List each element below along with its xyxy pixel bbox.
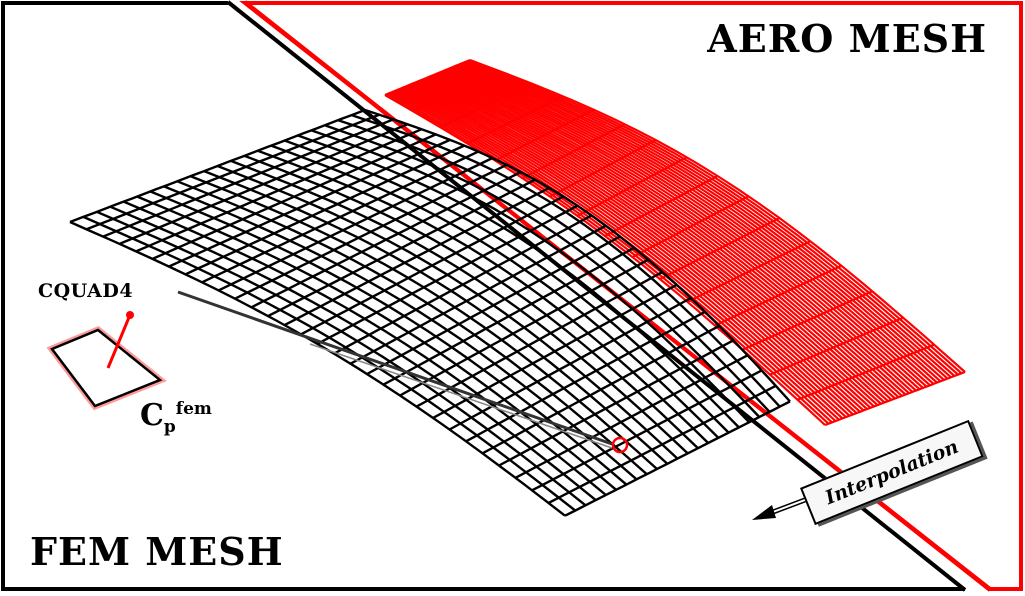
aero-mesh-span-line [549, 139, 657, 198]
aero-mesh-span-line [412, 70, 502, 112]
callout-line-shadow [309, 343, 613, 449]
aero-mesh [384, 58, 966, 427]
fem-mesh-span-line [531, 369, 763, 492]
aero-mesh-span-line [494, 108, 595, 162]
aero-mesh-span-line [631, 195, 749, 259]
aero-mesh-span-line [604, 175, 719, 237]
fem-mesh-span-line [234, 163, 508, 300]
fem-mesh-span-line [168, 138, 451, 268]
aero-mesh-span-line [467, 95, 564, 145]
fem-mesh-span-line [217, 156, 494, 292]
fem-mesh-span-line [250, 170, 522, 309]
aero-mesh-span-line [797, 343, 935, 401]
aero-mesh-span-line [824, 370, 966, 427]
cp-symbol: C [140, 398, 164, 433]
fem-mesh-title: FEM MESH [30, 529, 284, 574]
fem-mesh-span-line [102, 118, 394, 238]
fem-mesh-span-line [349, 224, 607, 365]
aero-mesh-span-line [384, 58, 471, 97]
aero-mesh-span-line [769, 316, 904, 376]
fem-mesh-span-line [283, 186, 550, 327]
aero-mesh-span-line [742, 290, 873, 351]
fem-mesh-span-line [152, 133, 437, 260]
cp-subscript: p [163, 417, 176, 437]
fem-mesh-span-line [333, 214, 593, 355]
fem-mesh-span-line [382, 246, 635, 386]
fem-mesh-span-line [86, 113, 380, 231]
fem-mesh-span-line [69, 108, 366, 224]
fem-mesh [69, 108, 791, 517]
fem-mesh-span-line [481, 324, 720, 455]
interpolation-arrow-head [752, 505, 776, 520]
fem-mesh-span-line [316, 204, 579, 345]
aero-mesh-span-line [576, 156, 688, 217]
selected-element-marker [611, 436, 629, 454]
fem-mesh-span-line [564, 400, 791, 517]
normal-vector-tip [126, 311, 134, 319]
fem-mesh-span-line [267, 178, 536, 318]
fem-mesh-span-line [514, 354, 749, 479]
normal-vector [106, 314, 132, 369]
fem-mesh-span-line [448, 296, 692, 431]
cquad4-element [50, 328, 163, 408]
fem-mesh-span-line [184, 144, 465, 276]
callout-line [177, 290, 613, 446]
fem-mesh-span-line [547, 384, 777, 505]
aero-mesh-span-line [439, 82, 533, 129]
cquad4-label: CQUAD4 [38, 280, 134, 302]
fem-mesh-span-line [415, 270, 664, 408]
fem-mesh-span-line [135, 128, 423, 253]
aero-mesh-title: AERO MESH [707, 16, 987, 61]
aero-mesh-span-line [521, 123, 626, 180]
fem-mesh-span-line [201, 150, 479, 284]
fem-mesh-span-line [119, 123, 408, 246]
fem-mesh-span-line [498, 339, 734, 467]
fem-mesh-span-line [399, 258, 649, 397]
fem-panel-border [1, 1, 965, 591]
cp-fem-label: Cpfem [140, 398, 212, 437]
fem-mesh-span-line [465, 310, 706, 443]
aero-mesh-span-line [659, 217, 780, 281]
aero-mesh-span-line [714, 264, 842, 327]
fem-mesh-span-line [300, 195, 564, 336]
aero-mesh-span-line [687, 240, 811, 303]
cp-superscript: fem [175, 399, 212, 419]
fem-mesh-span-line [366, 235, 621, 376]
